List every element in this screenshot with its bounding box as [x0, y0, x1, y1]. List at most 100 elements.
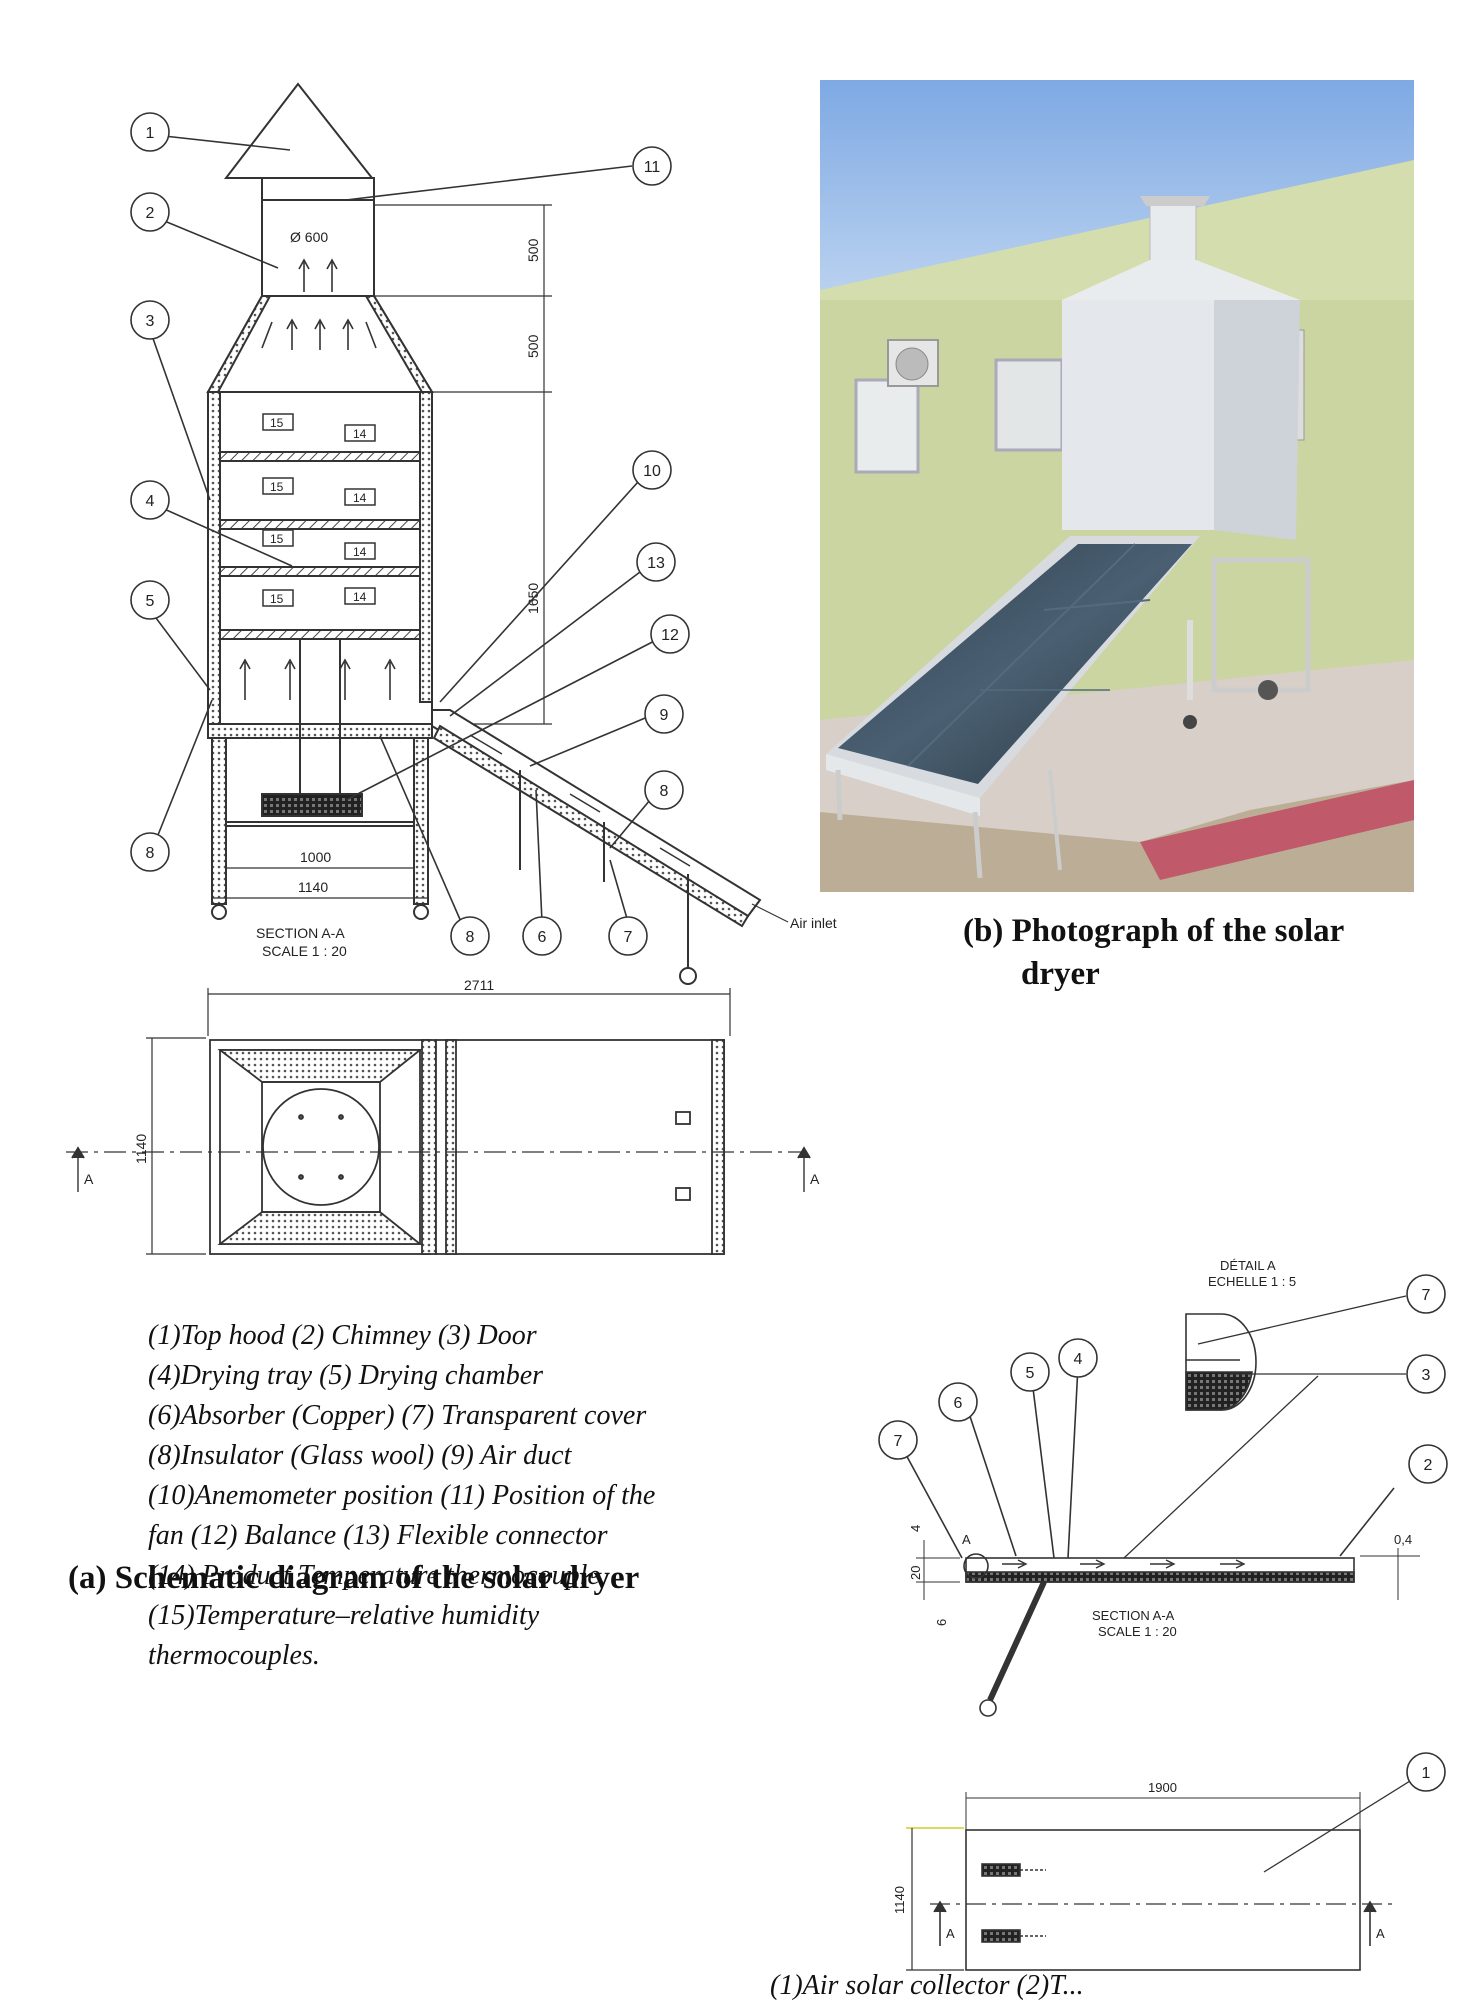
dim-c-6: 6: [934, 1619, 949, 1626]
air-inlet-label: Air inlet: [790, 915, 837, 931]
legend-line: (6)Absorber (Copper) (7) Transparent cov…: [148, 1400, 647, 1431]
sensor-label-15: 15: [270, 532, 284, 546]
top-hood: [223, 82, 375, 179]
callouts-c: [878, 1274, 1448, 1792]
legend-line: fan (12) Balance (13) Flexible connector: [148, 1520, 608, 1551]
sensor-label-15: 15: [270, 592, 284, 606]
photo-hood: [1062, 260, 1300, 300]
dim-c-20: 20: [908, 1566, 923, 1580]
callout-c-7: 7: [1422, 1287, 1431, 1304]
section-mark-right: A: [810, 1171, 820, 1187]
figure-a-legend: (1)Top hood (2) Chimney (3) Door (4)Dryi…: [148, 1316, 788, 1676]
callout-11: 11: [644, 159, 661, 176]
dim-c-length: 1900: [1148, 1780, 1177, 1795]
legend-line: (8)Insulator (Glass wool) (9) Air duct: [148, 1440, 572, 1471]
dim-c-04: 0,4: [1394, 1532, 1412, 1547]
dim-c-4: 4: [908, 1525, 923, 1532]
dim-c-width: 1140: [892, 1886, 907, 1914]
legend-line: (1)Top hood (2) Chimney (3) Door: [148, 1320, 537, 1351]
sensor-label-15: 15: [270, 416, 284, 430]
dim-plan-width: 1140: [133, 1134, 149, 1164]
chimney-diameter: Ø 600: [290, 229, 328, 245]
photo-cabinet-front: [1062, 300, 1214, 530]
section-mark-left: A: [84, 1171, 94, 1187]
drying-chamber: [207, 391, 433, 737]
callout-c-4: 4: [1074, 1351, 1083, 1368]
solar-dryer-photograph: [820, 80, 1414, 892]
callout-3: 3: [146, 313, 155, 330]
airflow-arrows: [239, 258, 396, 700]
balance: [261, 793, 363, 817]
product-label-14: 14: [353, 491, 367, 505]
air-inlet-leader: [751, 903, 789, 923]
dim-hood-height: 500: [525, 334, 541, 358]
callout-c-6: 6: [954, 1395, 963, 1412]
section-scale-a: SCALE 1 : 20: [262, 943, 347, 959]
chamber-wall-left: [207, 391, 221, 737]
plan-mark-c-left: A: [946, 1926, 955, 1941]
product-label-14: 14: [353, 427, 367, 441]
drying-tray-4: [219, 629, 421, 640]
callout-12: 12: [661, 627, 679, 644]
dim-inner-width: 1000: [300, 849, 331, 865]
sensor-label-15: 15: [270, 480, 284, 494]
callout-8: 8: [146, 845, 155, 862]
dim-total-length: 2711: [464, 977, 494, 993]
callout-8: 8: [466, 929, 475, 946]
detail-mark-c: A: [962, 1532, 971, 1547]
callout-6: 6: [538, 929, 547, 946]
callout-2: 2: [146, 205, 155, 222]
chamber-floor: [207, 723, 433, 739]
callouts-a: [130, 112, 690, 956]
callout-10: 10: [643, 463, 661, 480]
callout-7: 7: [624, 929, 633, 946]
legend-line: thermocouples.: [148, 1640, 320, 1671]
product-label-14: 14: [353, 545, 367, 559]
chimney-cap: [261, 177, 375, 201]
collector-detail-view: [906, 1295, 1420, 1971]
dim-outer-width: 1140: [298, 879, 328, 895]
figure-b-caption-line1: (b) Photograph of the solar: [963, 913, 1345, 949]
drying-tray-1: [219, 451, 421, 462]
legend-line: (14) Product Temperature thermocouple: [148, 1560, 600, 1591]
legend-line: (10)Anemometer position (11) Position of…: [148, 1480, 656, 1511]
chamber-wall-right: [419, 391, 433, 703]
callout-c-5: 5: [1026, 1365, 1035, 1382]
dim-chimney-height: 500: [525, 238, 541, 262]
figure-b-caption: (b) Photograph of the solar dryer: [963, 910, 1344, 996]
plan-mark-c-right: A: [1376, 1926, 1385, 1941]
callout-c-2: 2: [1424, 1457, 1433, 1474]
chimney: [261, 199, 375, 297]
callout-c-7b: 7: [894, 1433, 903, 1450]
product-label-14: 14: [353, 590, 367, 604]
photo-cabinet-side: [1214, 300, 1300, 540]
dryer-section-view: [206, 82, 789, 985]
callout-8: 8: [660, 783, 669, 800]
callout-5: 5: [146, 593, 155, 610]
legend-line: (15)Temperature–relative humidity: [148, 1600, 540, 1631]
stand-leg-left: [211, 737, 227, 905]
collector-plan: [965, 1829, 1361, 1971]
drying-tray-3: [219, 566, 421, 577]
stand-leg-right: [413, 737, 429, 905]
callout-1: 1: [146, 125, 155, 142]
figure-a-caption: (a) Schematic diagram of the solar dryer: [68, 1560, 640, 1596]
air-duct-collector: [431, 709, 762, 918]
detail-title: DÉTAIL A: [1220, 1258, 1276, 1273]
callout-c-1: 1: [1422, 1765, 1431, 1782]
dryer-plan-view: [66, 988, 811, 1255]
section-title-c: SECTION A-A: [1092, 1608, 1175, 1623]
callout-13: 13: [647, 555, 665, 572]
detail-scale: ECHELLE 1 : 5: [1208, 1274, 1296, 1289]
drying-tray-2: [219, 519, 421, 530]
collector-insulation: [432, 724, 750, 928]
section-scale-c: SCALE 1 : 20: [1098, 1624, 1177, 1639]
figure-b-caption-line2: dryer: [1021, 956, 1100, 992]
callout-c-3: 3: [1422, 1367, 1431, 1384]
tray-sensor-labels: [262, 413, 376, 607]
callout-9: 9: [660, 707, 669, 724]
callout-4: 4: [146, 493, 155, 510]
section-title-a: SECTION A-A: [256, 925, 345, 941]
legend-line: (4)Drying tray (5) Drying chamber: [148, 1360, 544, 1391]
